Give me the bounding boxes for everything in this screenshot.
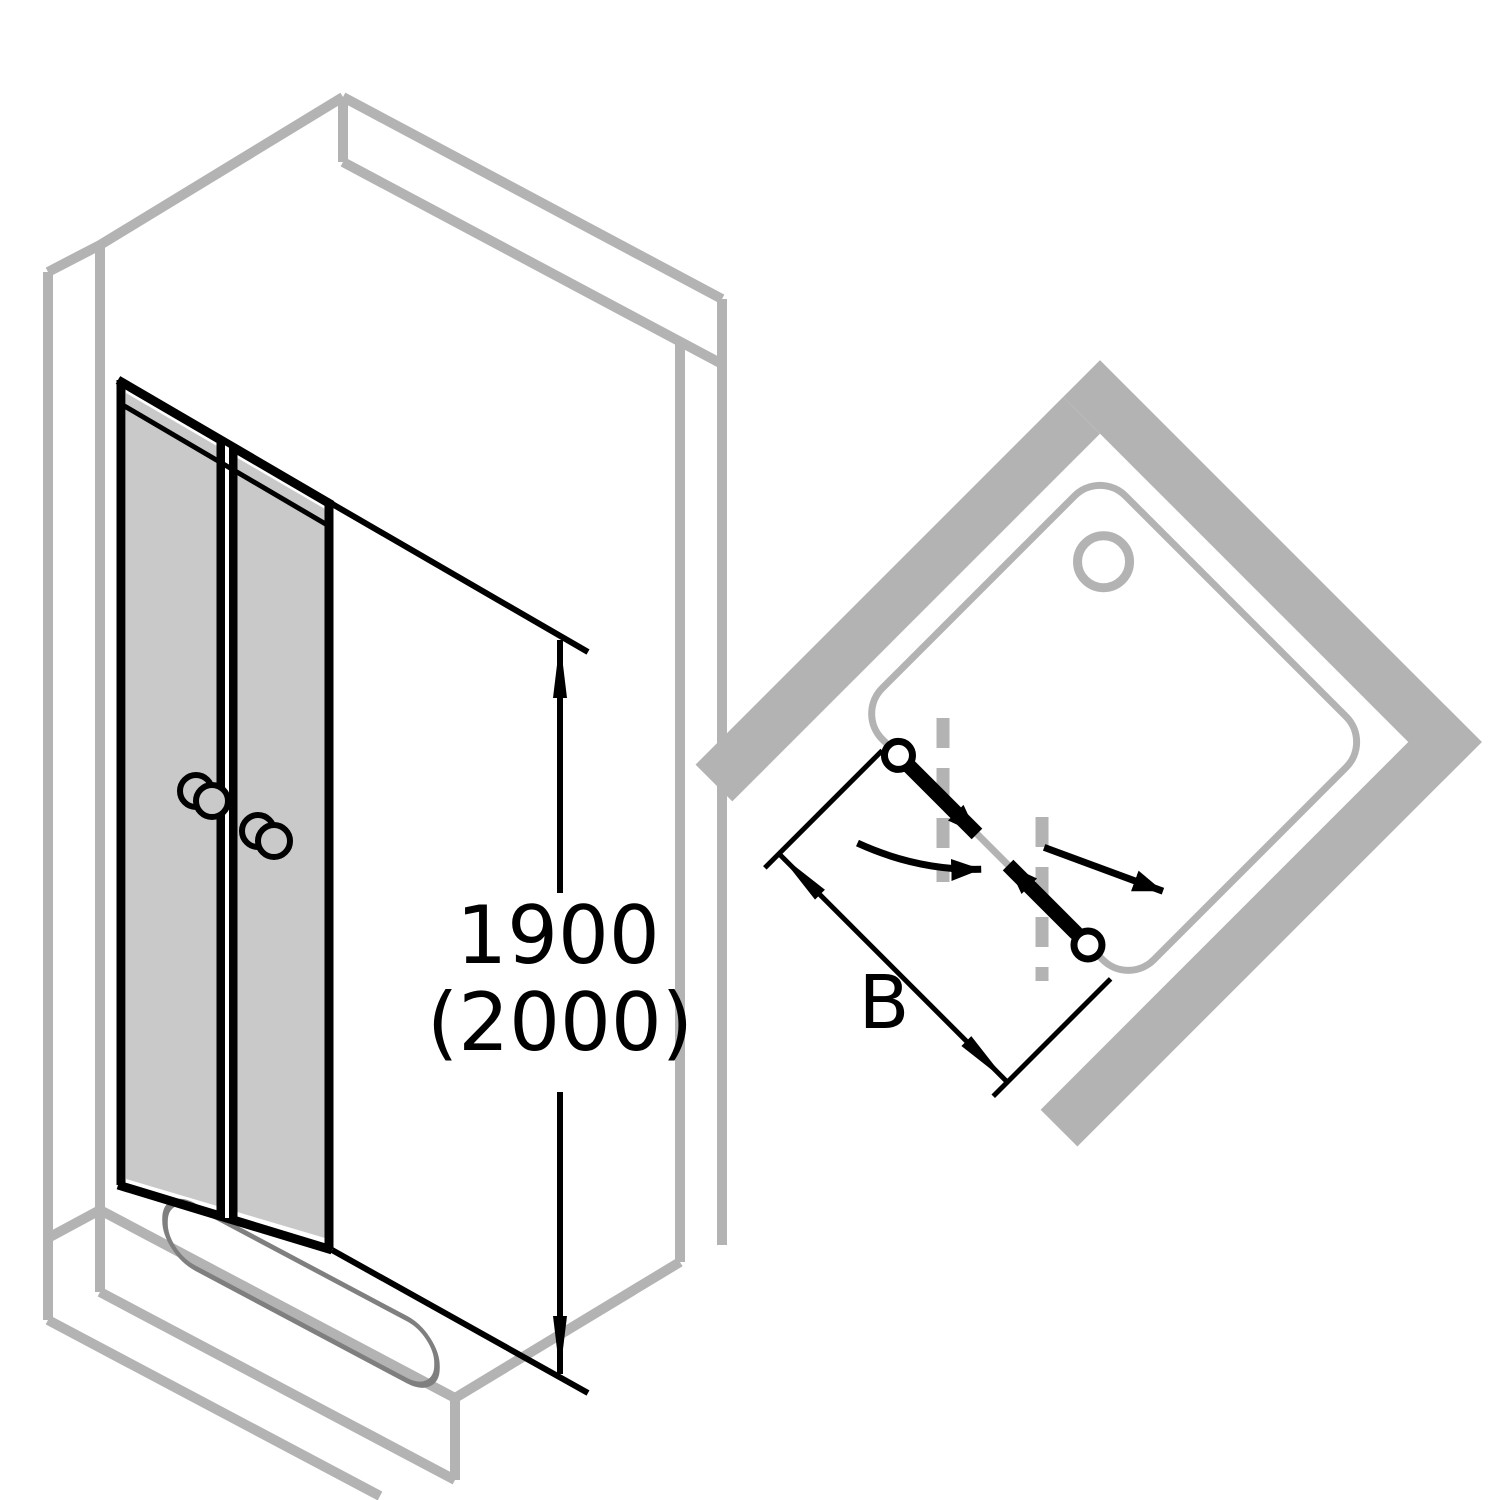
door-leaf-left xyxy=(903,760,983,840)
height-extension-line-top xyxy=(116,377,590,655)
hinge-pivot-right xyxy=(1070,927,1106,963)
tray-drain xyxy=(1073,531,1135,593)
swing-arrow-inward xyxy=(1042,844,1165,895)
right-door-knob xyxy=(239,812,293,860)
hinge-pivot-left xyxy=(880,737,916,773)
width-extension-line-right xyxy=(991,977,1113,1099)
isometric-elevation-view: 1900 (2000) xyxy=(43,92,727,1500)
door-head-rail xyxy=(119,401,331,529)
width-dimension-line xyxy=(777,851,1010,1084)
wall-top xyxy=(1063,360,1482,779)
height-extension-line-bottom xyxy=(330,1247,590,1396)
left-door-knob xyxy=(177,772,231,820)
door-leaf-right xyxy=(1002,859,1082,939)
door-swing-position-right xyxy=(1035,816,1049,982)
plan-view: B xyxy=(695,360,1482,1147)
tray-rim xyxy=(162,1198,440,1388)
width-extension-line-left xyxy=(763,748,884,870)
wall-left xyxy=(695,396,1100,802)
wall-right xyxy=(1040,705,1482,1147)
height-dimension-label-secondary: (2000) xyxy=(427,976,693,1069)
width-dimension-label: B xyxy=(859,960,910,1046)
height-dimension-label-primary: 1900 xyxy=(456,889,660,982)
door-swing-position-left xyxy=(936,717,950,883)
shower-tray-plan xyxy=(868,481,1361,974)
